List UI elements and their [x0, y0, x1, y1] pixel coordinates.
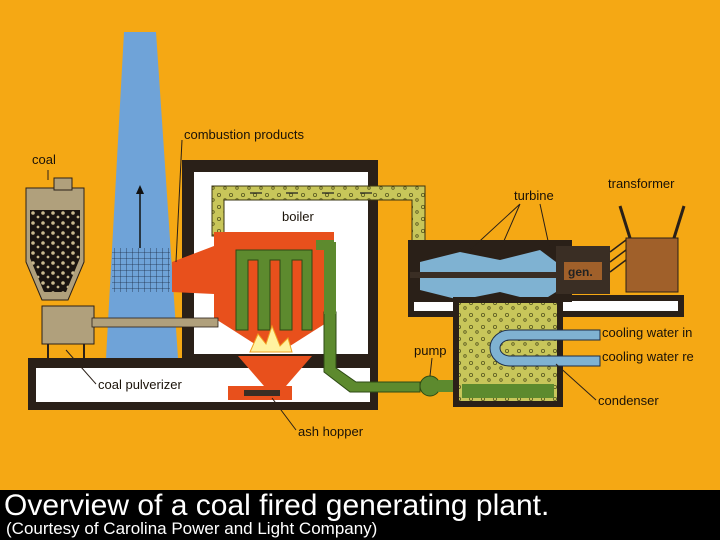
leader-pulverizer: [65, 349, 97, 385]
condenser-water: [462, 384, 554, 398]
label-condenser: condenser: [598, 393, 659, 408]
label-coal-pulverizer: coal pulverizer: [98, 377, 182, 392]
generator-label: gen.: [568, 265, 593, 279]
ash-pile: [244, 390, 280, 396]
label-pump: pump: [414, 343, 447, 358]
label-transformer: transformer: [608, 176, 675, 191]
condenser-tubes: [489, 329, 601, 367]
caption-subtitle: (Courtesy of Carolina Power and Light Co…: [6, 519, 378, 538]
pump: [419, 375, 441, 397]
leader-turbine: [469, 203, 551, 251]
combustion-duct: [172, 246, 214, 294]
label-combustion-products: combustion products: [184, 127, 304, 142]
turbine-shaft: [410, 272, 580, 278]
leader-combustion: [175, 139, 183, 263]
coal-in-bin: [30, 210, 80, 292]
coal-bin-lid: [53, 177, 73, 191]
generator-label-bg: [564, 262, 602, 280]
label-turbine: turbine: [514, 188, 554, 203]
stack-filter-grid: [112, 248, 170, 292]
power-lines: [609, 239, 627, 273]
label-cooling-water-re: cooling water re: [602, 349, 694, 364]
stack-arrow-head: [136, 185, 144, 194]
boiler-tubes: [235, 249, 313, 331]
feedwater-riser: [324, 242, 336, 314]
ash-hopper: [238, 356, 312, 386]
coal-feed-pipe: [91, 317, 219, 328]
label-coal: coal: [32, 152, 56, 167]
caption-bar: Overview of a coal fired generating plan…: [0, 489, 720, 540]
label-cooling-water-in: cooling water in: [602, 325, 692, 340]
leader-pump: [429, 357, 433, 377]
transformer-bushings: [618, 205, 686, 239]
transformer: [625, 237, 679, 293]
caption-title: Overview of a coal fired generating plan…: [4, 489, 550, 522]
feedwater-pipe: [323, 311, 421, 393]
base-platform-inner: [36, 368, 370, 402]
leader-condenser: [555, 363, 597, 401]
power-plant-diagram: gen. coal combustion products boiler tur…: [0, 0, 720, 490]
coal-pulverizer: [41, 305, 95, 345]
label-boiler: boiler: [282, 209, 314, 224]
leader-ash: [271, 397, 297, 431]
label-ash-hopper: ash hopper: [298, 424, 364, 439]
flame: [249, 324, 293, 353]
